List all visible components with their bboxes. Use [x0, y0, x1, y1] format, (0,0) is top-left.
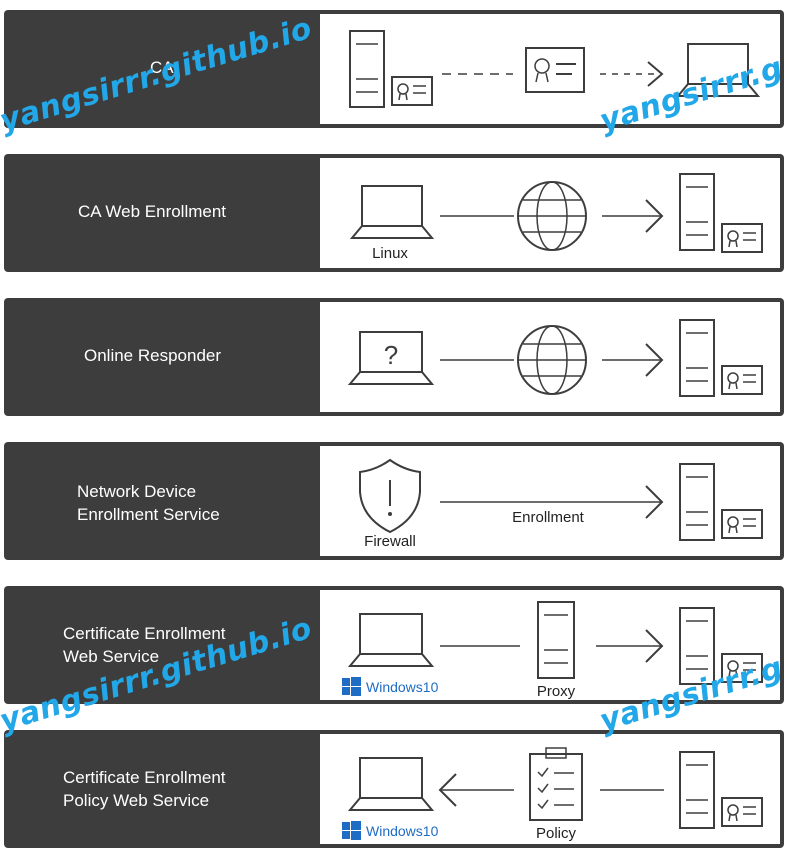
cews-diagram-svg: Windows10 Proxy	[342, 601, 763, 700]
firewall-shield-icon	[359, 458, 421, 534]
server-icon	[679, 751, 715, 829]
arrow-right-icon	[645, 629, 664, 663]
row-web-enrollment-diagram: Linux	[320, 158, 780, 268]
row-online-responder-title-area: Online Responder	[4, 298, 320, 416]
row-cert-enrollment-web-service: Certificate Enrollment Web Service Windo…	[4, 586, 784, 704]
online-responder-diagram-svg: ?	[347, 319, 763, 397]
row-cews-title: Certificate Enrollment Web Service	[63, 624, 226, 666]
laptop-icon	[675, 43, 761, 97]
proxy-label: Proxy	[537, 683, 576, 700]
enrollment-label: Enrollment	[512, 509, 585, 526]
certificate-icon	[721, 365, 763, 395]
arrow-right-icon	[645, 199, 664, 233]
arrow-right-icon	[647, 61, 664, 87]
ca-diagram-svg	[349, 30, 761, 108]
policy-label: Policy	[536, 825, 577, 842]
windows-logo-icon	[342, 821, 361, 840]
arrow-left-icon	[438, 773, 457, 807]
certificate-icon	[721, 653, 763, 683]
web-enrollment-diagram-svg: Linux	[349, 173, 763, 262]
row-ca-title: CA	[150, 58, 174, 77]
certificate-icon	[525, 47, 585, 93]
laptop-question-icon	[347, 331, 435, 385]
row-cert-enrollment-policy-web-service: Certificate Enrollment Policy Web Servic…	[4, 730, 784, 848]
globe-icon	[517, 181, 587, 251]
linux-label: Linux	[372, 245, 408, 262]
row-ndes-title: Network Device Enrollment Service	[77, 482, 220, 524]
row-cews-title-area: Certificate Enrollment Web Service	[4, 586, 320, 704]
server-icon	[679, 173, 715, 251]
proxy-server-icon	[537, 601, 575, 679]
row-online-responder: Online Responder ?	[4, 298, 784, 416]
row-ndes-diagram: Firewall Enrollment	[320, 446, 780, 556]
server-icon	[679, 463, 715, 541]
windows10-label: Windows10	[366, 823, 439, 839]
globe-icon	[517, 325, 587, 395]
firewall-label: Firewall	[364, 533, 416, 550]
arrow-right-icon	[645, 485, 664, 519]
row-ndes: Network Device Enrollment Service Firewa…	[4, 442, 784, 560]
certificate-icon	[391, 76, 433, 106]
server-icon	[349, 30, 385, 108]
server-icon	[679, 319, 715, 397]
row-ca-diagram	[320, 14, 780, 124]
laptop-icon	[347, 613, 435, 667]
laptop-icon	[347, 757, 435, 811]
row-cepws-title: Certificate Enrollment Policy Web Servic…	[63, 768, 226, 810]
certificate-icon	[721, 223, 763, 253]
row-cepws-diagram: Windows10 Policy	[320, 734, 780, 844]
ndes-diagram-svg: Firewall Enrollment	[359, 458, 763, 550]
row-ca: CA	[4, 10, 784, 128]
row-web-enrollment-title: CA Web Enrollment	[78, 202, 227, 221]
row-cepws-title-area: Certificate Enrollment Policy Web Servic…	[4, 730, 320, 848]
row-ca-title-area: CA	[4, 10, 320, 128]
certificate-icon	[721, 509, 763, 539]
row-ca-web-enrollment: CA Web Enrollment Linux	[4, 154, 784, 272]
windows-logo-icon	[342, 677, 361, 696]
policy-clipboard-icon	[529, 747, 583, 821]
arrow-right-icon	[645, 343, 664, 377]
question-mark: ?	[384, 340, 398, 370]
row-online-responder-title: Online Responder	[84, 346, 222, 365]
server-icon	[679, 607, 715, 685]
row-online-responder-diagram: ?	[320, 302, 780, 412]
row-web-enrollment-title-area: CA Web Enrollment	[4, 154, 320, 272]
cepws-diagram-svg: Windows10 Policy	[342, 747, 763, 842]
windows10-label: Windows10	[366, 679, 439, 695]
certificate-icon	[721, 797, 763, 827]
row-ndes-title-area: Network Device Enrollment Service	[4, 442, 320, 560]
laptop-icon	[349, 185, 435, 239]
row-cews-diagram: Windows10 Proxy	[320, 590, 780, 700]
